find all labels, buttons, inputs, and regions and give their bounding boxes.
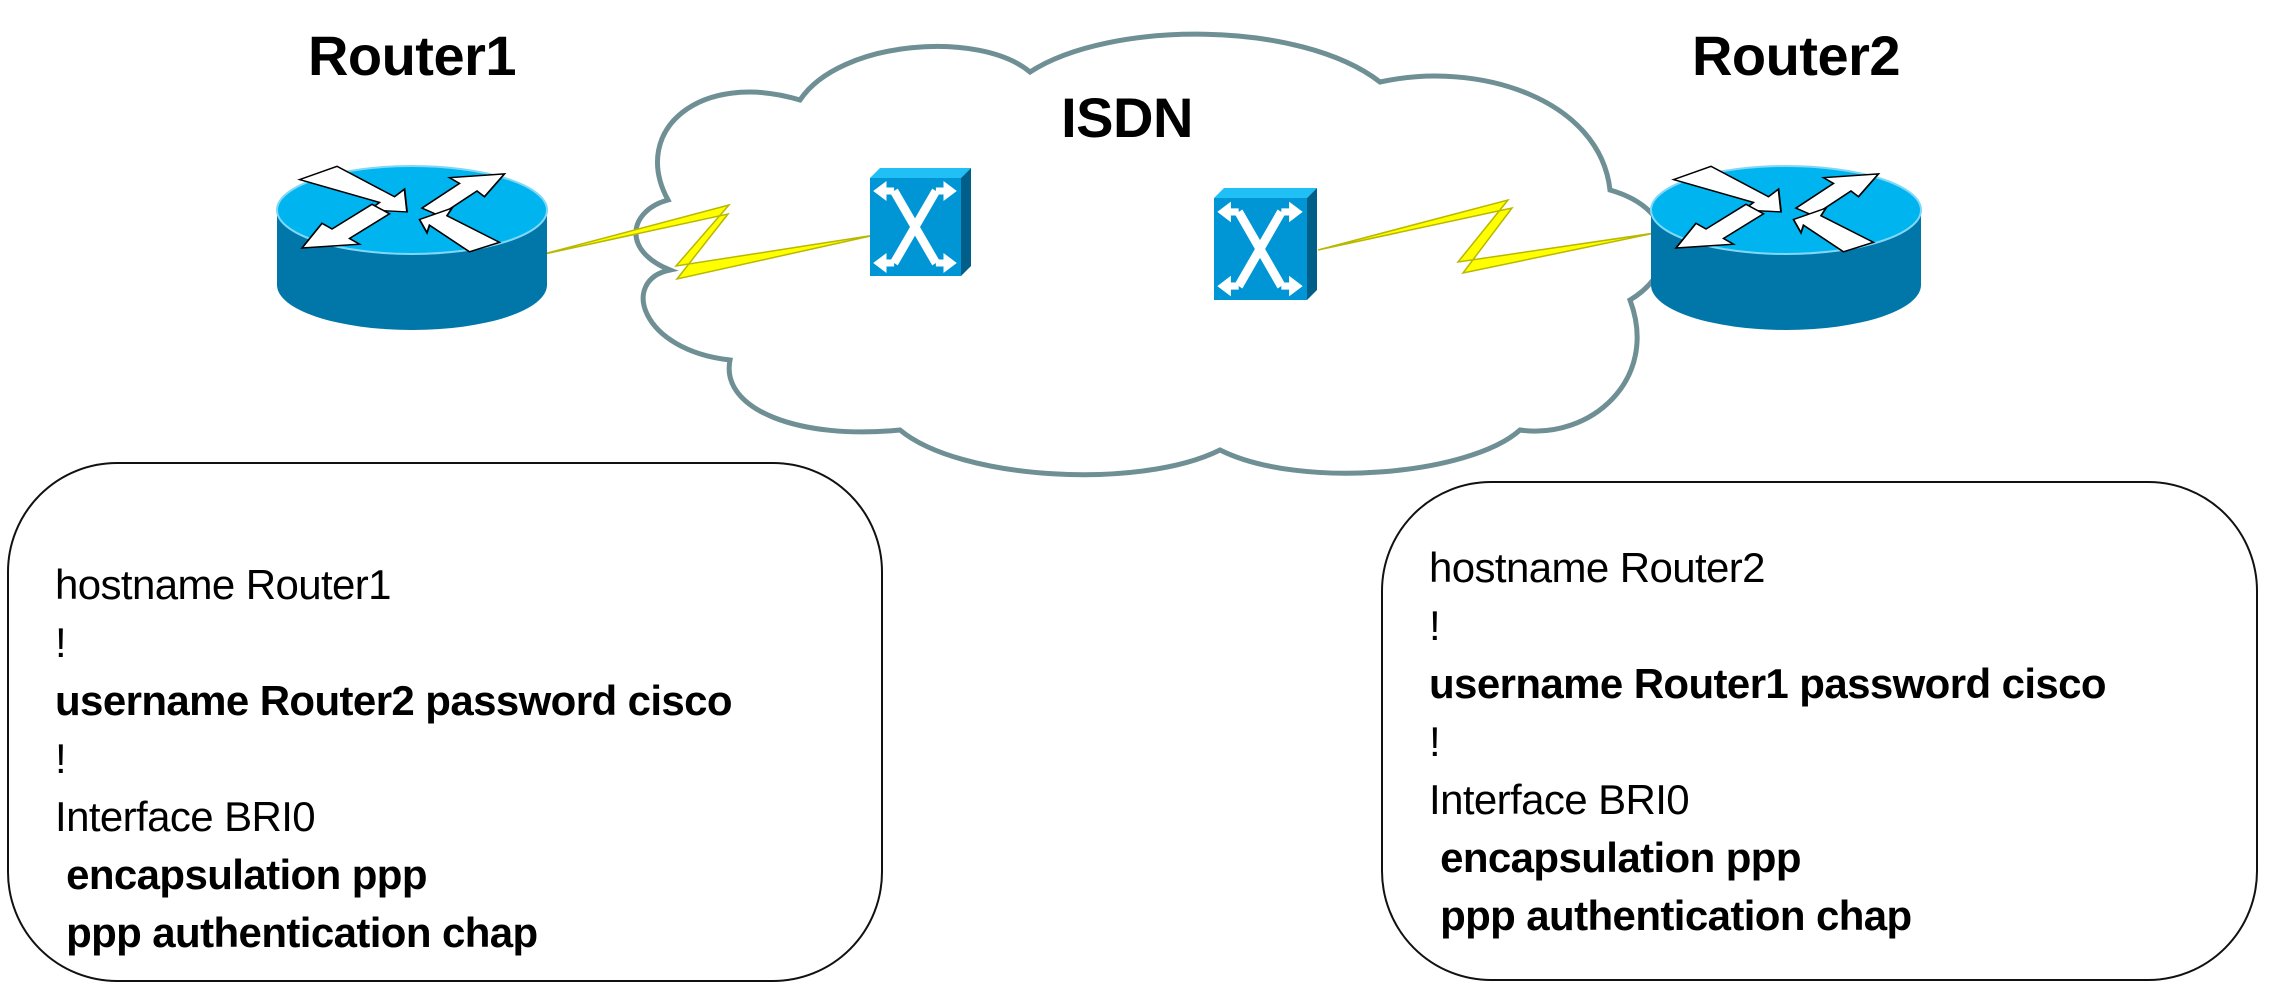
config-line-separator: ! [1429, 602, 1441, 649]
isdn-cloud [633, 31, 1668, 478]
router1-config-box: hostname Router1 ! username Router2 pass… [7, 462, 883, 982]
config-line-separator: ! [55, 619, 67, 666]
config-line-interface: Interface BRI0 [55, 793, 316, 840]
config-line-authentication: ppp authentication chap [1429, 892, 1912, 939]
config-line-interface: Interface BRI0 [1429, 776, 1690, 823]
config-line-hostname: hostname Router2 [1429, 544, 1766, 591]
isdn-cloud-label: ISDN [1061, 86, 1193, 149]
config-line-separator: ! [55, 735, 67, 782]
config-line-username: username Router1 password cisco [1429, 660, 2107, 707]
router1-label: Router1 [307, 24, 517, 87]
config-line-encapsulation: encapsulation ppp [55, 851, 427, 898]
config-line-username: username Router2 password cisco [55, 677, 733, 724]
router2-icon [1650, 165, 1922, 330]
router2-label: Router2 [1691, 24, 1901, 87]
config-line-hostname: hostname Router1 [55, 561, 392, 608]
config-line-separator: ! [1429, 718, 1441, 765]
router2-config-box: hostname Router2 ! username Router1 pass… [1381, 481, 2258, 981]
isdn-switch-1-icon [870, 168, 971, 276]
config-line-encapsulation: encapsulation ppp [1429, 834, 1801, 881]
config-line-authentication: ppp authentication chap [55, 909, 538, 956]
isdn-switch-2-icon [1214, 188, 1317, 300]
router1-icon [276, 165, 548, 330]
